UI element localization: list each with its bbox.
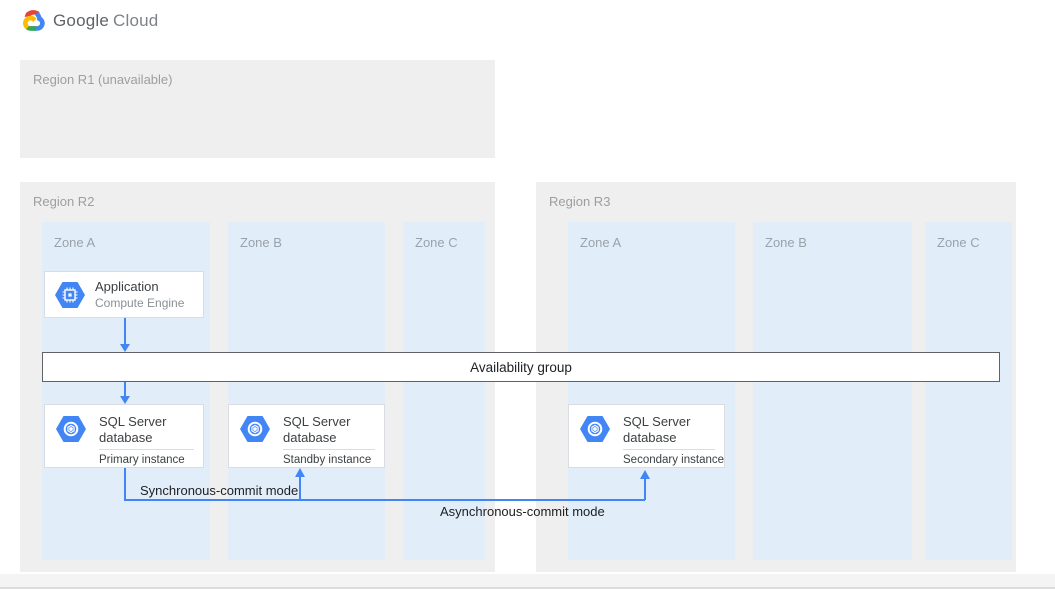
region-r3-zone-b-label: Zone B [765,235,807,250]
compute-engine-icon [55,281,85,308]
sql-secondary-title: SQL Server database [623,414,691,445]
sql-primary-node: SQL Server database Primary instance [44,404,204,468]
sql-secondary-instance-label: Secondary instance [623,454,725,466]
region-r3-zone-a-label: Zone A [580,235,622,250]
region-r2-zone-c: Zone C [403,222,485,560]
sql-primary-instance-label: Primary instance [99,454,185,466]
region-r2-zone-a-label: Zone A [54,235,96,250]
divider [99,449,194,450]
bottom-strip [0,574,1055,589]
application-title: Application [95,278,159,294]
region-r3-zone-b: Zone B [753,222,912,560]
google-cloud-icon [22,10,45,31]
region-r3-zone-c: Zone C [925,222,1012,560]
region-r1: Region R1 (unavailable) [20,60,495,158]
application-subtitle: Compute Engine [95,295,185,310]
sql-database-icon [56,416,86,447]
sql-secondary-node: SQL Server database Secondary instance [568,404,725,468]
region-r2-zone-c-label: Zone C [415,235,458,250]
async-commit-label: Asynchronous-commit mode [440,504,605,519]
sql-standby-title: SQL Server database [283,414,351,445]
region-r1-label: Region R1 (unavailable) [33,72,173,87]
application-node: Application Compute Engine [44,271,204,318]
region-r3-label: Region R3 [549,194,611,209]
divider [623,449,715,450]
sql-standby-instance-label: Standby instance [283,454,372,466]
availability-group-bar: Availability group [42,352,1000,382]
sql-database-icon [580,416,610,447]
sync-commit-label: Synchronous-commit mode [140,483,299,498]
region-r2-label: Region R2 [33,194,95,209]
region-r2-zone-b: Zone B [228,222,385,560]
region-r2-zone-b-label: Zone B [240,235,282,250]
divider [283,449,375,450]
wordmark-google: Google [53,10,110,30]
sql-database-icon [240,416,270,447]
region-r3-zone-a: Zone A [568,222,735,560]
availability-group-label: Availability group [470,359,572,375]
sql-primary-title: SQL Server database [99,414,167,445]
region-r3-zone-c-label: Zone C [937,235,980,250]
wordmark-cloud: Cloud [113,10,159,30]
sql-standby-node: SQL Server database Standby instance [228,404,385,468]
